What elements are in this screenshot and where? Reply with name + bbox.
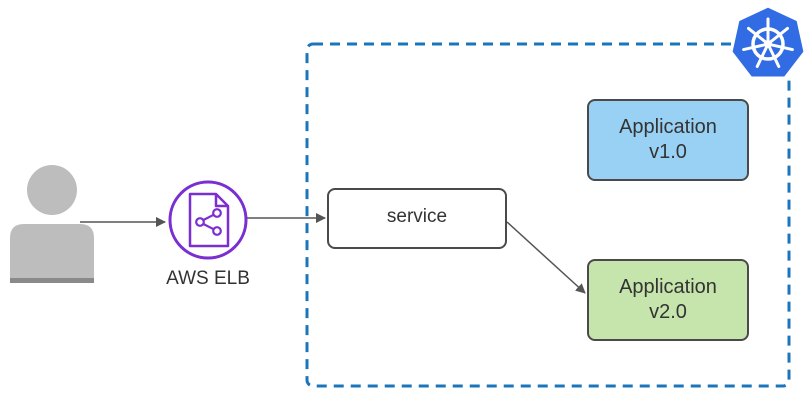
edge-service-to-app-v2 <box>506 221 586 294</box>
user-icon <box>10 165 94 283</box>
app-v2-title: Application <box>619 276 717 298</box>
app-v1-label: Application v1.0 <box>588 110 748 170</box>
service-node <box>327 188 507 249</box>
app-v2-version: v2.0 <box>649 301 687 323</box>
app-v2-node <box>587 259 749 341</box>
app-v1-version: v1.0 <box>649 141 687 163</box>
app-v1-title: Application <box>619 116 717 138</box>
elb-label: AWS ELB <box>166 268 250 290</box>
kubernetes-cluster-boundary <box>305 42 791 388</box>
share-document-icon <box>168 180 248 260</box>
kubernetes-helm-icon <box>729 4 807 80</box>
app-v1-node <box>587 99 749 181</box>
app-v2-label: Application v2.0 <box>588 270 748 330</box>
service-label: service <box>386 206 448 228</box>
